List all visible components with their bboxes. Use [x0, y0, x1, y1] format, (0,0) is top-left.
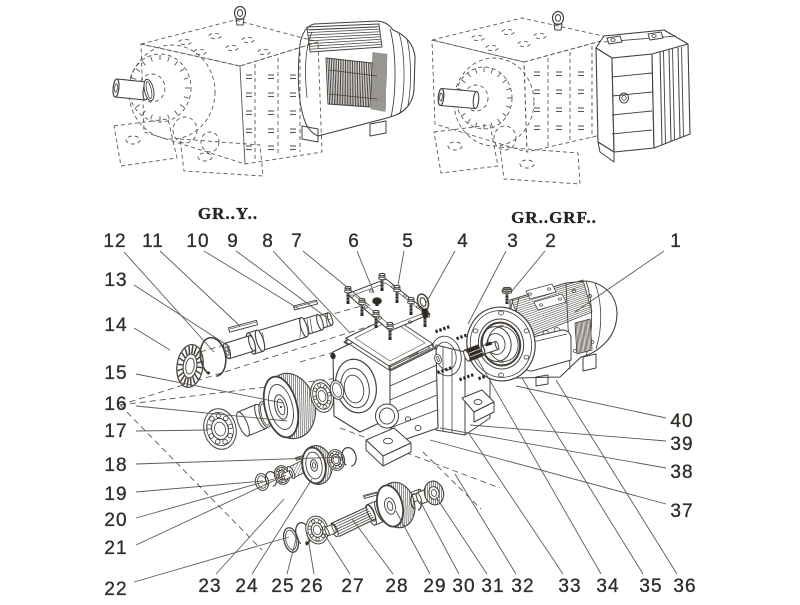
- svg-text:5: 5: [402, 231, 414, 252]
- svg-text:1: 1: [670, 231, 682, 252]
- svg-text:16: 16: [104, 394, 127, 415]
- svg-text:3: 3: [507, 231, 519, 252]
- svg-text:7: 7: [291, 231, 303, 252]
- svg-text:27: 27: [341, 576, 364, 597]
- svg-text:19: 19: [104, 484, 127, 505]
- svg-text:10: 10: [186, 231, 209, 252]
- svg-text:GR..Y..: GR..Y..: [198, 204, 258, 223]
- svg-text:31: 31: [481, 576, 504, 597]
- svg-text:39: 39: [670, 434, 693, 455]
- svg-text:26: 26: [300, 576, 323, 597]
- svg-text:6: 6: [348, 231, 360, 252]
- svg-text:33: 33: [558, 576, 581, 597]
- svg-text:36: 36: [673, 576, 696, 597]
- svg-text:17: 17: [104, 421, 127, 442]
- svg-text:8: 8: [262, 231, 274, 252]
- svg-text:23: 23: [198, 576, 221, 597]
- svg-text:GR..GRF..: GR..GRF..: [511, 208, 597, 227]
- svg-text:25: 25: [271, 576, 294, 597]
- svg-text:4: 4: [457, 231, 469, 252]
- svg-text:21: 21: [104, 538, 127, 559]
- svg-text:34: 34: [596, 576, 619, 597]
- svg-text:14: 14: [104, 315, 127, 336]
- svg-text:40: 40: [670, 411, 693, 432]
- svg-text:24: 24: [235, 576, 258, 597]
- svg-text:37: 37: [670, 501, 693, 522]
- svg-text:38: 38: [670, 462, 693, 483]
- svg-text:29: 29: [423, 576, 446, 597]
- svg-text:9: 9: [227, 231, 239, 252]
- svg-text:2: 2: [545, 231, 557, 252]
- svg-text:12: 12: [103, 231, 126, 252]
- svg-text:18: 18: [104, 455, 127, 476]
- svg-text:28: 28: [385, 576, 408, 597]
- svg-text:13: 13: [104, 270, 127, 291]
- svg-text:22: 22: [104, 579, 127, 600]
- svg-text:35: 35: [639, 576, 662, 597]
- svg-text:15: 15: [104, 363, 127, 384]
- svg-text:32: 32: [511, 576, 534, 597]
- svg-text:11: 11: [142, 231, 164, 252]
- svg-text:30: 30: [452, 576, 475, 597]
- svg-text:20: 20: [104, 510, 127, 531]
